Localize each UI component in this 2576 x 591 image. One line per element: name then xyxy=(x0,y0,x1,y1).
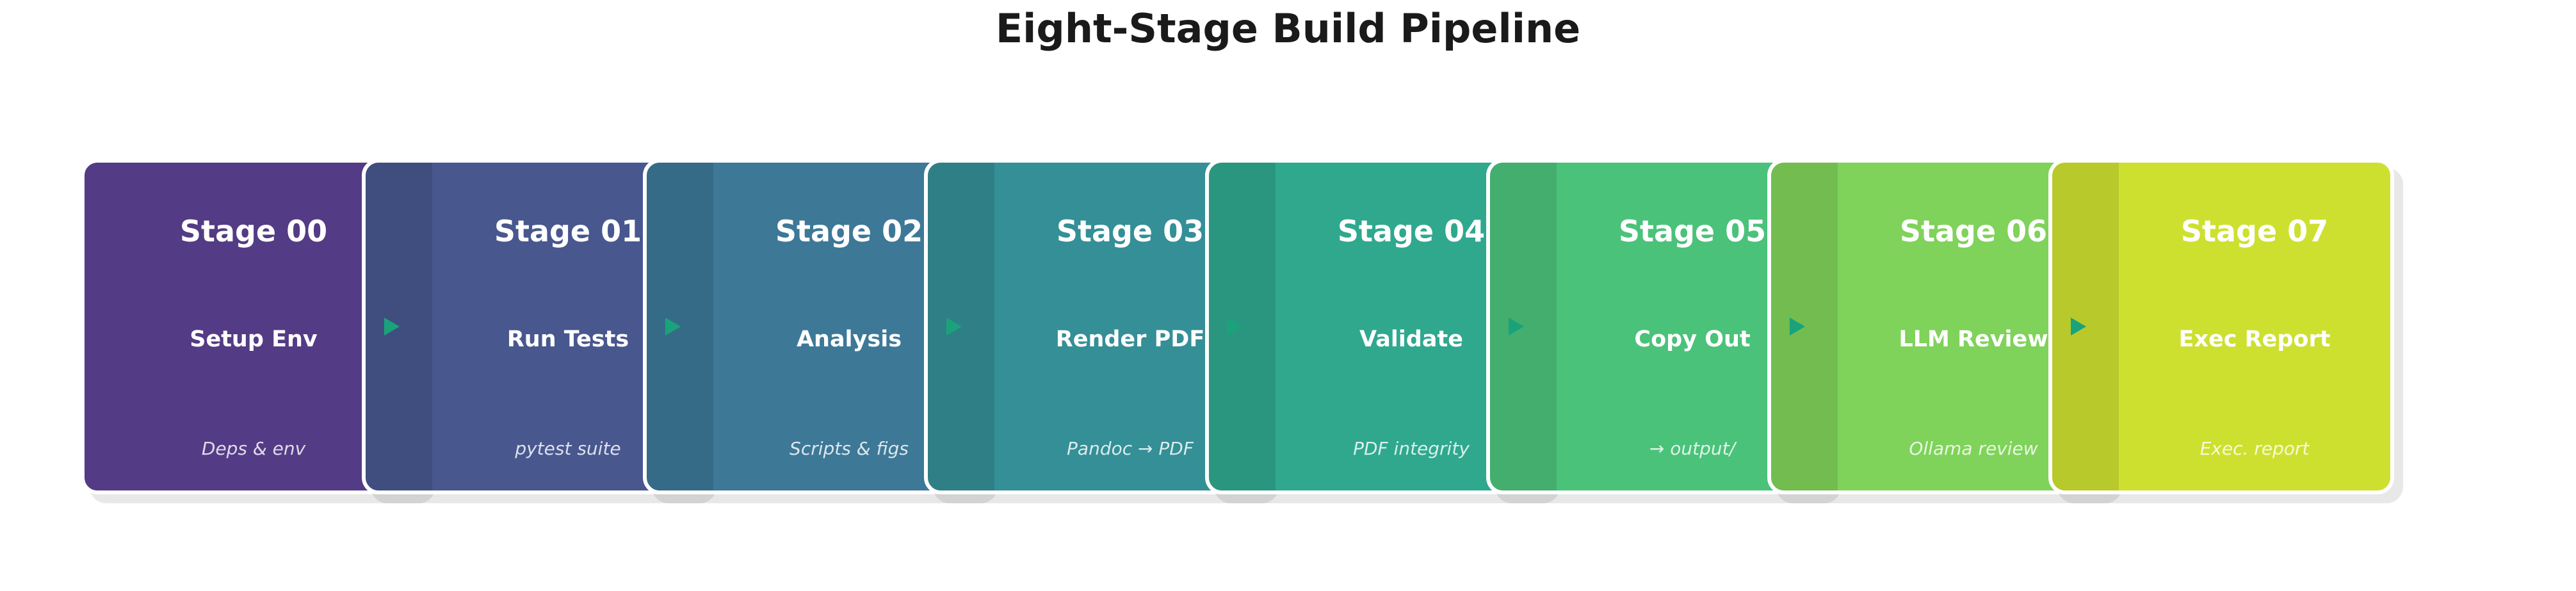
stage-name: Stage 02 xyxy=(775,214,923,248)
arrow-icon xyxy=(1790,318,1805,336)
stage-desc: PDF integrity xyxy=(1353,438,1470,459)
stage-body: Stage 00 Setup Env Deps & env xyxy=(85,163,423,490)
stage-name: Stage 03 xyxy=(1056,214,1204,248)
stage-body: Stage 02 Analysis Scripts & figs xyxy=(713,163,985,490)
stage-name: Stage 07 xyxy=(2180,214,2329,248)
stage-desc: Pandoc → PDF xyxy=(1067,438,1194,459)
stage-desc: Ollama review xyxy=(1909,438,2038,459)
arrow-icon xyxy=(946,318,962,336)
stage-body: Stage 05 Copy Out → output/ xyxy=(1557,163,1828,490)
arrow-icon xyxy=(1509,318,1524,336)
stage-task: Setup Env xyxy=(190,327,318,352)
stage-desc: Exec. report xyxy=(2199,438,2310,459)
stage-name: Stage 05 xyxy=(1618,214,1767,248)
stage-name: Stage 01 xyxy=(494,214,642,248)
stage-07: Stage 07 Exec Report Exec. report xyxy=(2048,159,2394,494)
stage-name: Stage 00 xyxy=(179,214,328,248)
stage-name: Stage 04 xyxy=(1337,214,1486,248)
stage-body: Stage 03 Render PDF Pandoc → PDF xyxy=(994,163,1266,490)
stage-task: Run Tests xyxy=(506,327,629,352)
arrow-icon xyxy=(384,318,400,336)
stage-task: Validate xyxy=(1359,327,1463,352)
stage-desc: pytest suite xyxy=(515,438,621,459)
stage-task: Copy Out xyxy=(1634,327,1751,352)
stage-task: Analysis xyxy=(796,327,902,352)
arrow-icon xyxy=(665,318,681,336)
diagram-title: Eight-Stage Build Pipeline xyxy=(995,5,1581,52)
stage-desc: → output/ xyxy=(1649,438,1736,459)
stage-body: Stage 01 Run Tests pytest suite xyxy=(432,163,704,490)
arrow-icon xyxy=(1227,318,1243,336)
stage-desc: Deps & env xyxy=(201,438,306,459)
stage-task: LLM Review xyxy=(1899,327,2048,352)
arrow-icon xyxy=(2071,318,2086,336)
stage-task: Exec Report xyxy=(2178,327,2331,352)
stage-body: Stage 07 Exec Report Exec. report xyxy=(2119,163,2390,490)
stage-task: Render PDF xyxy=(1055,327,1205,352)
stage-desc: Scripts & figs xyxy=(790,438,909,459)
stage-body: Stage 06 LLM Review Ollama review xyxy=(1838,163,2109,490)
stage-body: Stage 04 Validate PDF integrity xyxy=(1276,163,1547,490)
stage-name: Stage 06 xyxy=(1899,214,2048,248)
